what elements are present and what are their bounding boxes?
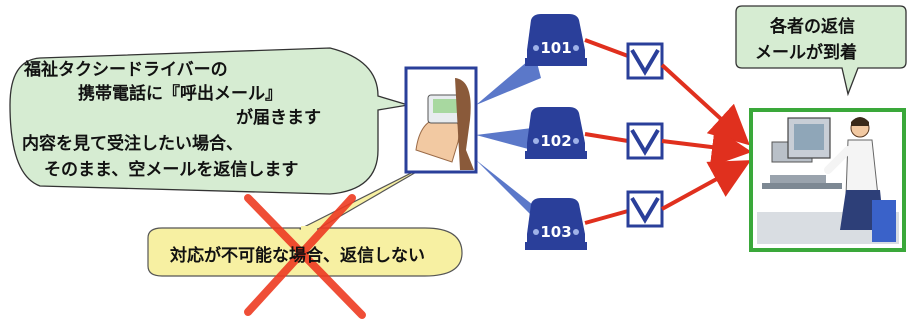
- reply-bubble-line: 各者の返信: [770, 17, 855, 37]
- decline-label: 対応が不可能な場合、返信しない: [170, 246, 425, 266]
- mail-icon: [626, 42, 664, 80]
- taxi-103: 103: [525, 198, 587, 250]
- driver-bubble-line: 携帯電話に『呼出メール』: [78, 84, 282, 104]
- mail-icon: [626, 190, 664, 228]
- mail-icon: [626, 122, 664, 160]
- driver-bubble-line: 内容を見て受注したい場合、: [22, 134, 243, 154]
- phone-user-picture: [404, 66, 478, 174]
- taxi-102: 102: [525, 107, 587, 159]
- taxi-101: 101: [525, 14, 587, 66]
- reply-bubble-line: メールが到着: [755, 43, 857, 63]
- decline-cross: [244, 194, 366, 319]
- taxi-number: 102: [540, 132, 571, 150]
- driver-bubble-line: 福祉タクシードライバーの: [24, 60, 228, 80]
- broadcast-rays: [476, 55, 541, 222]
- driver-bubble-line: が届きます: [236, 108, 321, 128]
- taxi-number: 103: [540, 223, 571, 241]
- reply-arrival-bubble: [735, 5, 907, 97]
- taxi-number: 101: [540, 39, 571, 57]
- driver-bubble-line: そのまま、空メールを返信します: [44, 160, 299, 180]
- reply-links: [584, 38, 629, 225]
- operator-pc-picture: [749, 108, 906, 252]
- driver-speech-bubble: [9, 47, 409, 195]
- arrows-to-operator: [660, 63, 752, 211]
